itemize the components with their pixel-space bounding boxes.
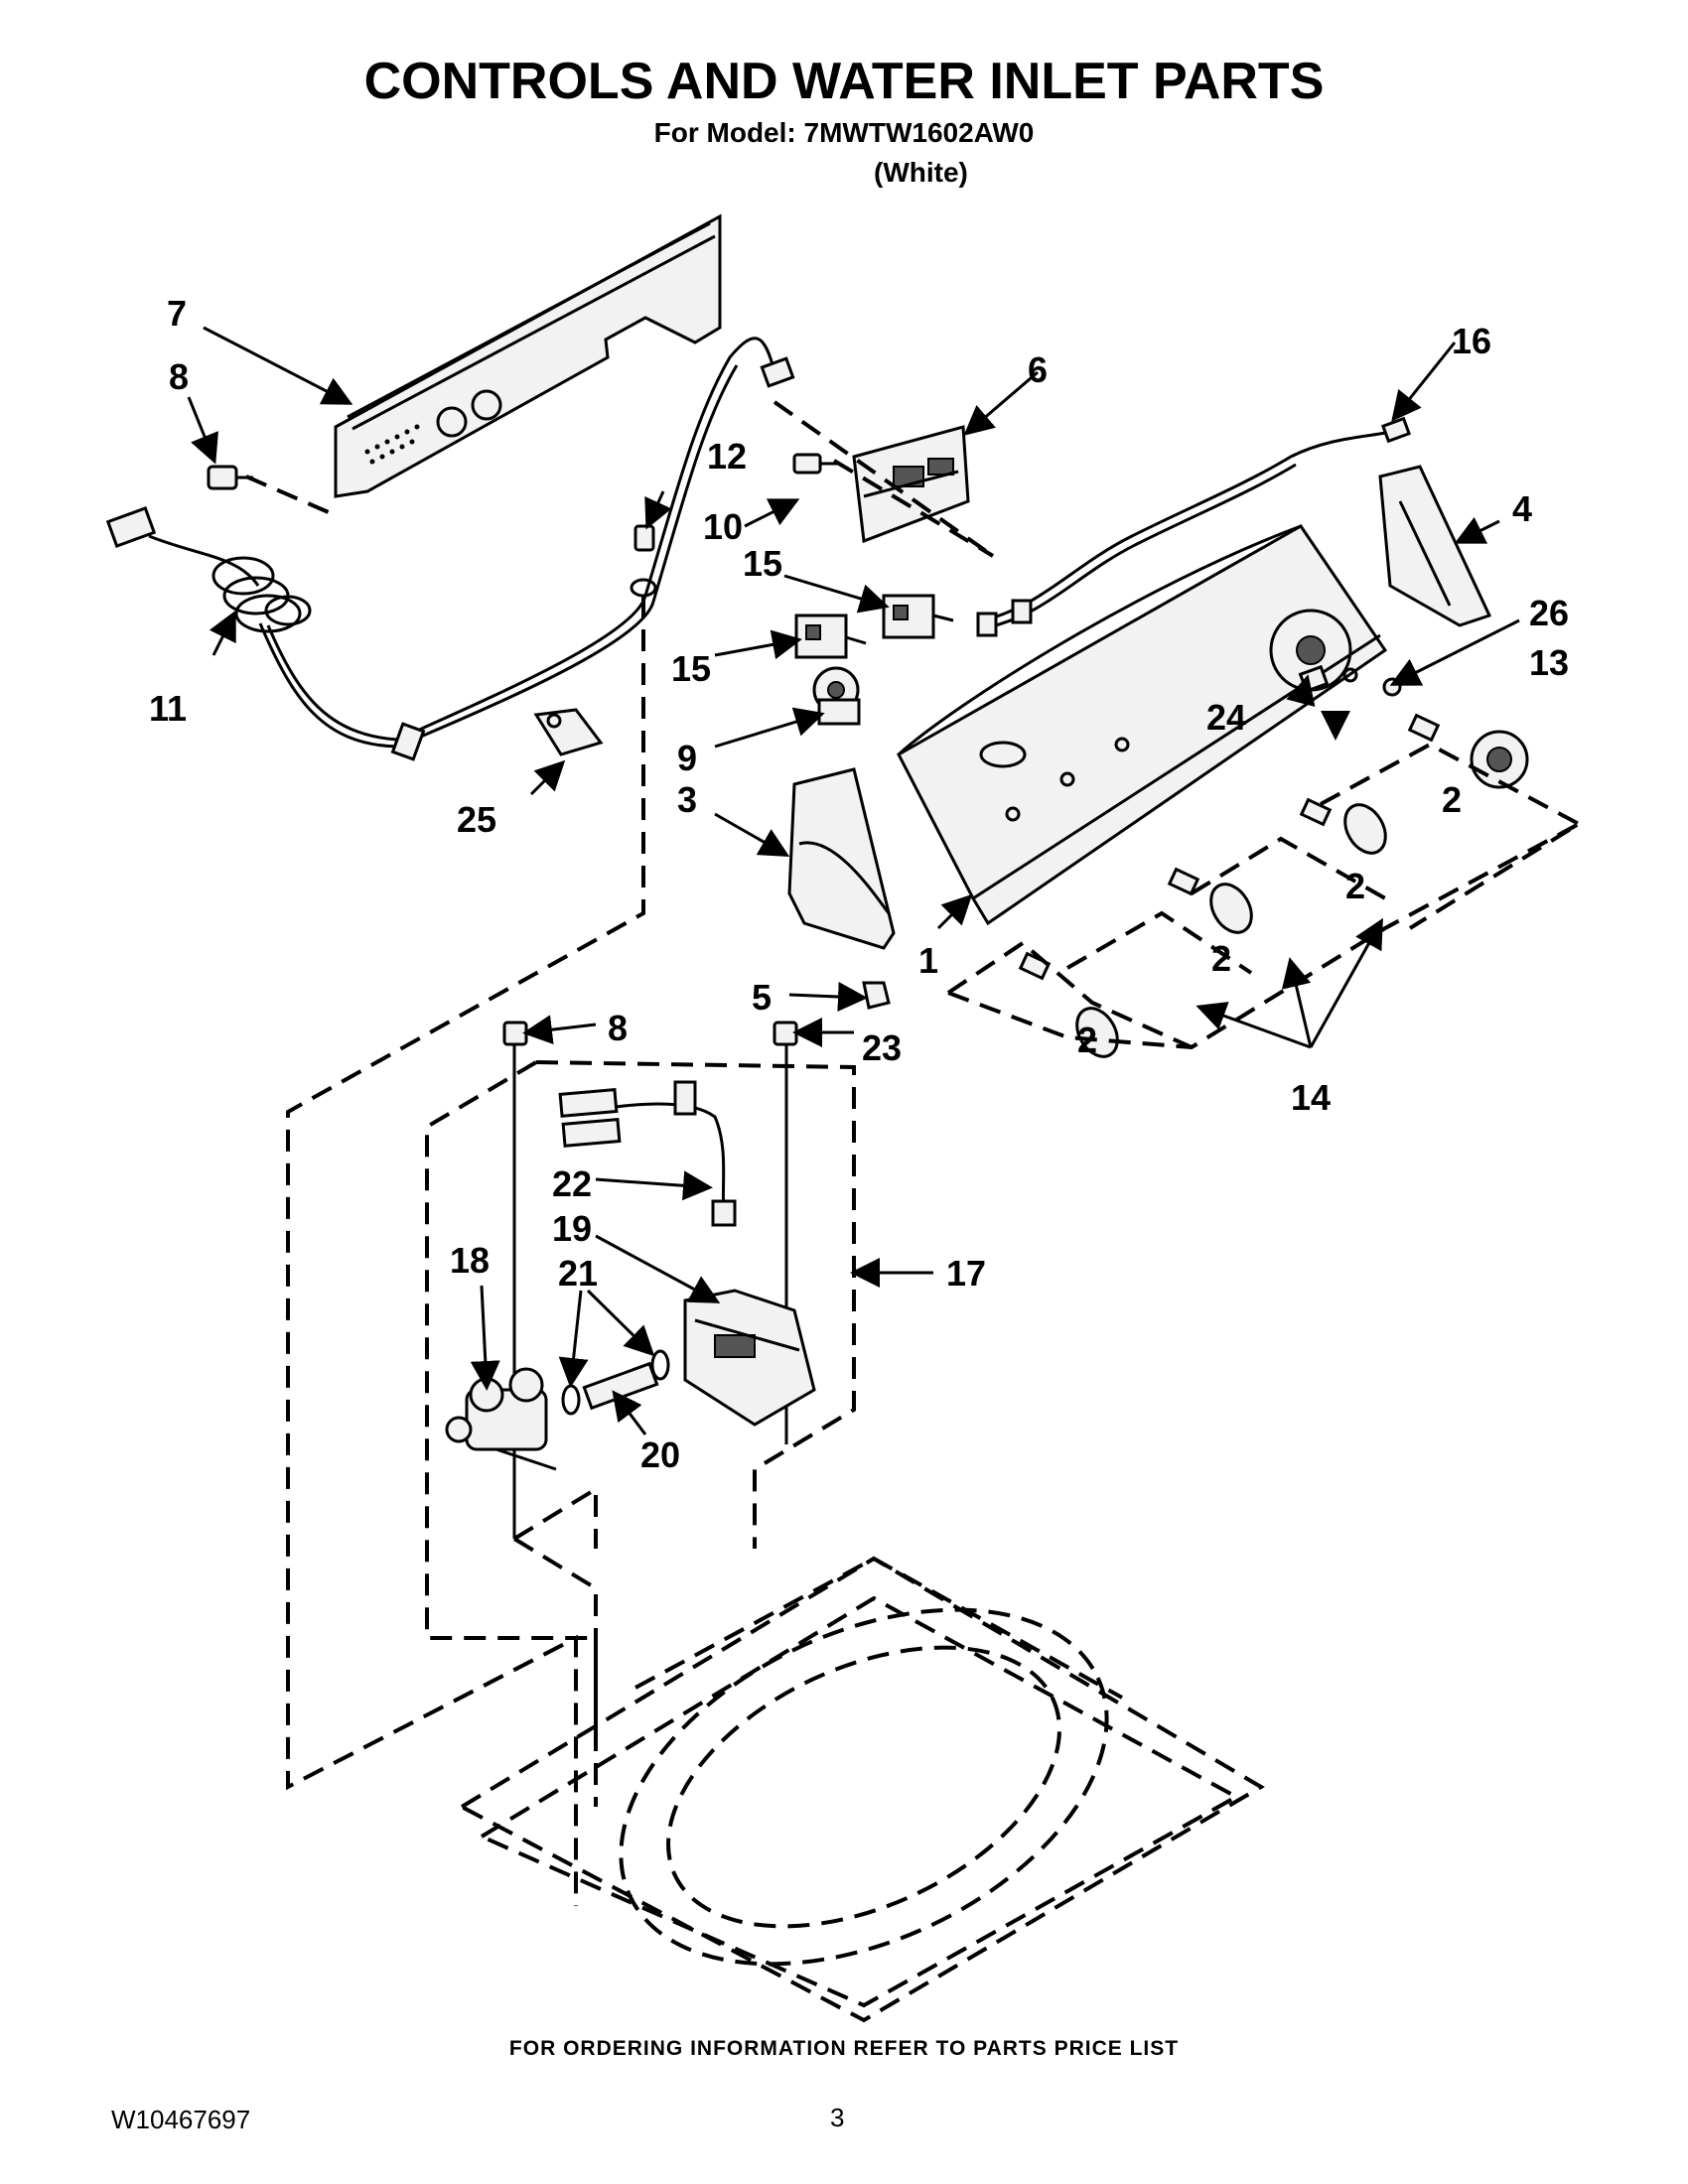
callout-9: 9 — [677, 738, 697, 778]
inlet-valve-part — [445, 1367, 557, 1471]
top-cabinet-outline — [457, 1556, 1265, 2023]
callout-25: 25 — [457, 799, 496, 840]
callout-12: 12 — [707, 436, 747, 477]
model-color: (White) — [874, 157, 968, 188]
callout-arrows — [187, 326, 1520, 1435]
guide-line — [245, 475, 339, 518]
left-end-cap-part — [787, 767, 896, 950]
callout-24: 24 — [1206, 697, 1246, 738]
knob-part-1 — [1018, 951, 1119, 1058]
knob-group-outline — [946, 742, 1584, 1050]
guide-line — [832, 459, 995, 558]
ground-screw-part — [630, 524, 657, 598]
guide-line — [286, 596, 645, 1906]
guide-line — [773, 400, 995, 558]
callout-2-d: 2 — [1077, 1020, 1097, 1060]
callout-20: 20 — [640, 1434, 680, 1475]
console-part — [897, 524, 1388, 926]
callout-26: 26 — [1529, 593, 1569, 633]
callout-13: 13 — [1529, 642, 1569, 683]
callout-14: 14 — [1291, 1077, 1331, 1118]
knob-part-3 — [1299, 797, 1387, 855]
inlet-harness-part — [558, 1080, 737, 1227]
callout-21: 21 — [558, 1253, 598, 1294]
callout-7: 7 — [167, 293, 187, 334]
callout-labels: 7 8 11 12 10 6 16 4 15 15 9 26 13 24 2 2… — [149, 293, 1569, 1475]
power-cord-part — [105, 506, 398, 749]
callout-11: 11 — [149, 688, 187, 729]
callout-19: 19 — [552, 1208, 592, 1249]
callout-2-b: 2 — [1345, 866, 1365, 906]
callout-17: 17 — [946, 1253, 986, 1294]
water-inlet-group-outline — [425, 1060, 856, 1747]
page-title: CONTROLS AND WATER INLET PARTS — [363, 53, 1325, 110]
callout-16: 16 — [1452, 321, 1491, 361]
board-screw-part — [792, 453, 839, 475]
dispenser-part — [683, 1289, 816, 1427]
callout-15-upper: 15 — [743, 543, 782, 584]
callout-2-c: 2 — [1211, 938, 1231, 979]
knob-part-4 — [1407, 713, 1529, 789]
guide-line — [512, 1537, 598, 1807]
callout-4: 4 — [1512, 488, 1532, 529]
hose-clamp-part-1 — [561, 1384, 581, 1416]
callout-23: 23 — [862, 1027, 902, 1068]
callout-15-lower: 15 — [671, 648, 711, 689]
page-number: 3 — [830, 2103, 845, 2132]
model-line: For Model: 7MWTW1602AW0 — [653, 117, 1035, 148]
harness-part — [976, 416, 1411, 637]
end-cap-part — [1378, 465, 1492, 627]
knob-part-2 — [1167, 867, 1253, 934]
document-number: W10467697 — [111, 2105, 251, 2134]
control-board-part — [852, 425, 970, 544]
callout-8-lower: 8 — [608, 1008, 628, 1048]
callout-18: 18 — [450, 1240, 490, 1281]
hose-clamp-part-2 — [650, 1349, 670, 1381]
end-cap-clip-part — [862, 981, 891, 1010]
callout-6: 6 — [1028, 349, 1048, 390]
callout-8-top: 8 — [169, 356, 189, 397]
ordering-note: FOR ORDERING INFORMATION REFER TO PARTS … — [508, 2037, 1180, 2060]
callout-3: 3 — [677, 779, 697, 820]
switch-part-upper — [882, 594, 954, 639]
callout-5: 5 — [752, 977, 772, 1018]
switch-part-lower — [794, 614, 867, 659]
callout-2-a: 2 — [1442, 779, 1462, 820]
callout-10: 10 — [703, 506, 743, 547]
control-panel-shield-part — [334, 213, 722, 498]
callout-22: 22 — [552, 1163, 592, 1204]
clip-part — [533, 708, 604, 756]
lower-screw-part-1 — [502, 1021, 528, 1539]
pressure-switch-part — [812, 666, 861, 726]
callout-1: 1 — [918, 940, 938, 981]
